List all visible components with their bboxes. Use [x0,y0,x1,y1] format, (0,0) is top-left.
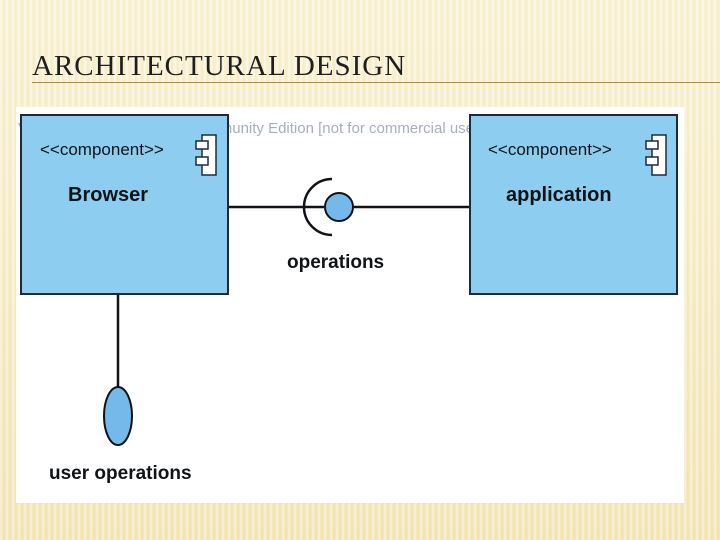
application-component[interactable]: <<component>> application [469,114,678,295]
operations-interface[interactable]: operations [287,177,384,273]
browser-name: Browser [68,184,148,206]
application-component-box [469,114,678,295]
user-operations-label: user operations [49,463,192,484]
user-operations-interface[interactable]: user operations [49,386,192,484]
browser-component[interactable]: <<component>> Browser [20,114,229,295]
operations-label: operations [287,252,384,273]
title-underline [32,82,720,83]
uml-component-diagram: Visual Paradigm for UML Community Editio… [16,107,684,503]
slide-title: ARCHITECTURAL DESIGN [32,50,407,82]
component-icon [195,134,217,176]
browser-stereotype: <<component>> [40,140,164,159]
browser-component-box [20,114,229,295]
provided-interface-ball [324,192,354,222]
application-name: application [506,184,612,206]
application-stereotype: <<component>> [488,140,612,159]
component-icon [645,134,667,176]
required-interface-socket [302,177,333,237]
provided-interface-ball [103,386,133,446]
